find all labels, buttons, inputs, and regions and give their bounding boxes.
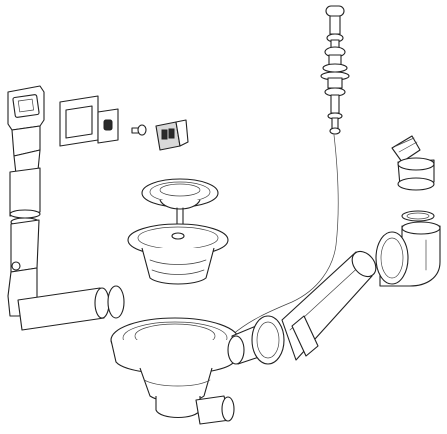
cable-connector <box>155 119 189 151</box>
trap-elbow <box>375 135 441 287</box>
waste-pipe <box>251 250 377 365</box>
strainer-basket <box>141 178 219 229</box>
drain-flange-basket <box>127 223 229 285</box>
overflow-cover-plate <box>59 95 99 147</box>
control-cable <box>231 134 339 336</box>
overflow-pipe <box>7 85 125 331</box>
pop-up-rod-assembly <box>320 5 350 135</box>
waste-outlet-body <box>110 317 263 425</box>
mounting-screw <box>131 124 147 136</box>
overflow-gasket <box>97 108 119 144</box>
